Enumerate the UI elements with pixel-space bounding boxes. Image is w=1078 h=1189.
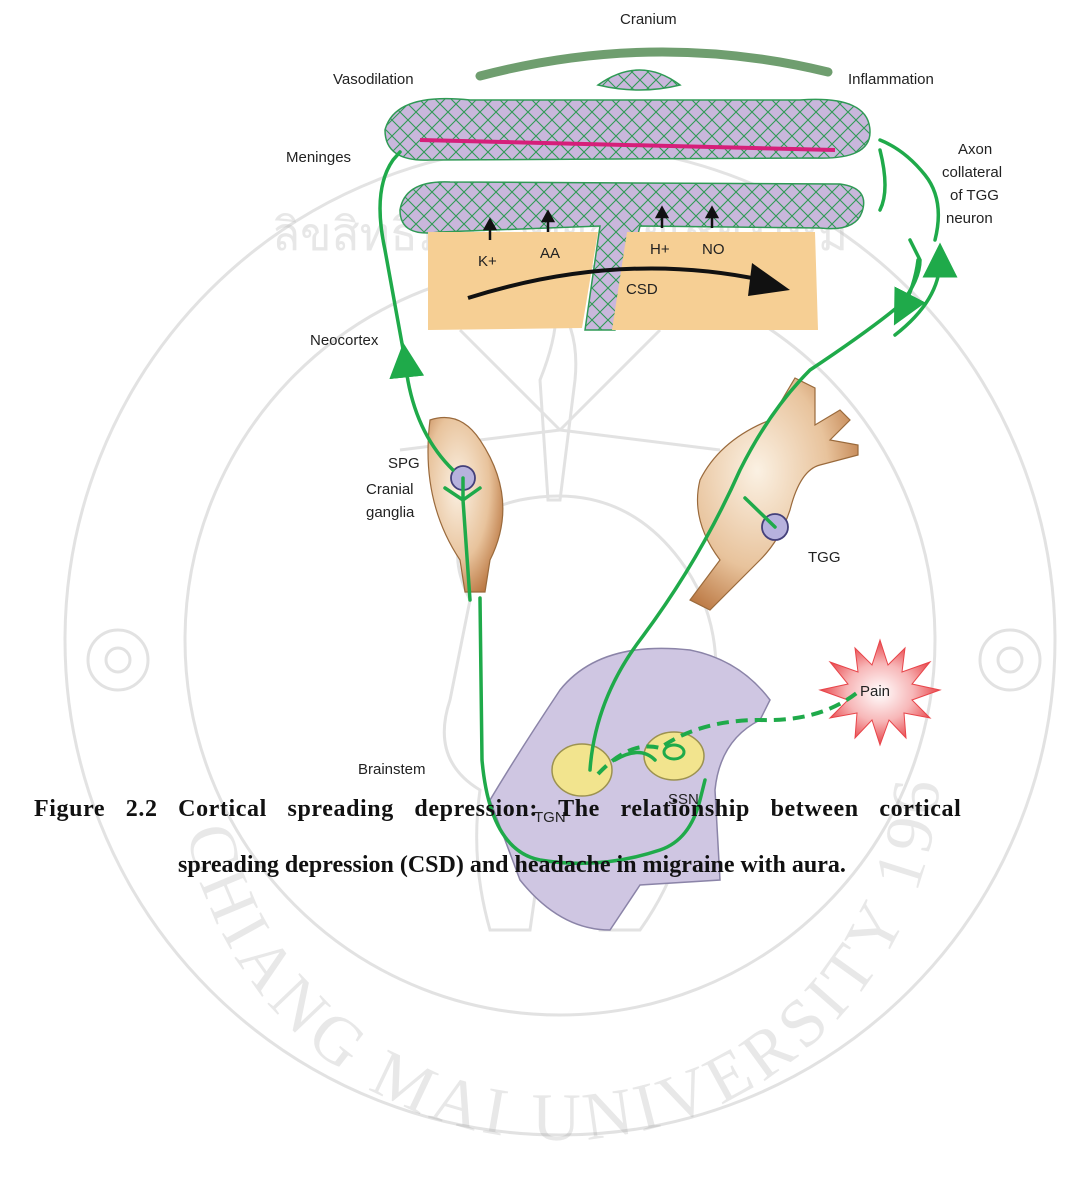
label-pain: Pain: [860, 683, 890, 700]
nerve-axon-down: [880, 140, 938, 240]
label-neocortex: Neocortex: [310, 332, 379, 349]
label-tgg: TGG: [808, 549, 841, 566]
label-inflammation: Inflammation: [848, 71, 934, 88]
watermark-ray-1: [460, 330, 560, 430]
label-axon-4: neuron: [946, 210, 993, 227]
label-cranial-1: Cranial: [366, 481, 414, 498]
spg-ganglion: [428, 418, 503, 593]
label-brainstem: Brainstem: [358, 761, 426, 778]
figure-caption-line-2: spreading depression (CSD) and headache …: [178, 852, 1078, 879]
label-axon-3: of TGG: [950, 187, 999, 204]
label-h-plus: H+: [650, 241, 670, 258]
watermark-ray-4: [560, 430, 720, 450]
nerve-right-to-meninges: [880, 150, 885, 210]
label-cranial-2: ganglia: [366, 504, 415, 521]
label-vasodilation: Vasodilation: [333, 71, 414, 88]
label-axon-2: collateral: [942, 164, 1002, 181]
watermark-torch-outline: [540, 300, 576, 500]
label-cranium: Cranium: [620, 11, 677, 28]
label-meninges: Meninges: [286, 149, 351, 166]
label-spg: SPG: [388, 455, 420, 472]
figure-caption-line-1: Figure 2.2 Cortical spreading depression…: [34, 796, 1078, 823]
watermark-flower-left: [88, 630, 148, 690]
watermark-flower-right: [980, 630, 1040, 690]
neocortex-block: [428, 232, 598, 330]
label-axon-1: Axon: [958, 141, 992, 158]
brainstem-shape: [490, 648, 770, 930]
label-aa: AA: [540, 245, 560, 262]
label-k-plus: K+: [478, 253, 497, 270]
label-no: NO: [702, 241, 725, 258]
label-csd: CSD: [626, 281, 658, 298]
meninges-top-loop: [598, 70, 680, 90]
